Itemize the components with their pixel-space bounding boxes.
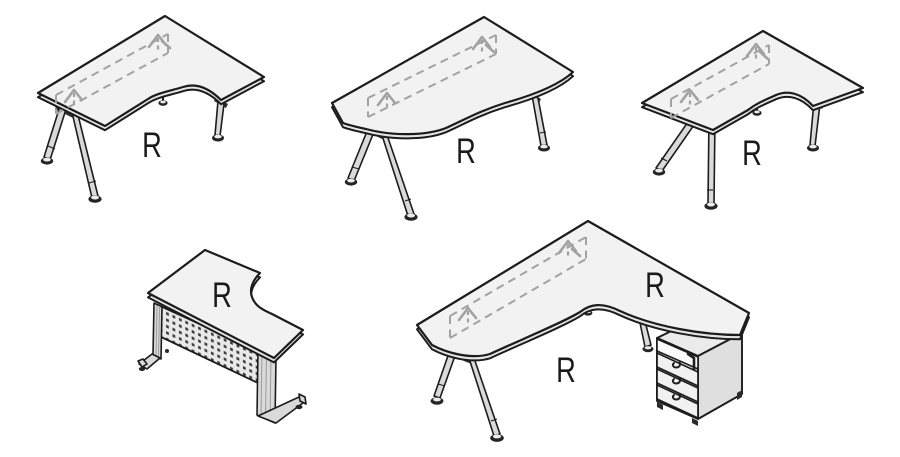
- drawing-corner-desk-left: R: [36, 14, 266, 203]
- desk5-hidden-frame: [449, 236, 587, 339]
- desk3-hidden-frame: [670, 42, 770, 119]
- desk1-desktop: [36, 14, 266, 128]
- drawing-cantilever-desk: R: [137, 248, 307, 424]
- desk4-left-leg: [137, 302, 169, 371]
- drawing-wave-desk: R: [330, 15, 575, 221]
- desk5-desktop: [415, 219, 751, 358]
- pedestal-open-slot: [656, 337, 699, 371]
- pedestal-hook: [686, 352, 696, 373]
- pedestal-drawer-3: [656, 384, 699, 419]
- desk5-label-front: R: [556, 351, 576, 390]
- desk2-hidden-frame: [367, 34, 497, 118]
- desk4-right-leg: [256, 348, 307, 424]
- drawer-handle-1: [671, 361, 682, 369]
- desk3-label: R: [742, 134, 762, 173]
- drawer-handle-2: [671, 377, 682, 385]
- drawing-corner-desk-right: R: [640, 29, 865, 210]
- pedestal-drawer-1: [656, 352, 699, 387]
- desk1-label: R: [142, 126, 162, 165]
- desk4-label: R: [212, 276, 232, 315]
- drawing-corner-desk-with-pedestal: R R: [415, 219, 751, 442]
- desk5-label-return: R: [645, 266, 665, 305]
- desk2-label: R: [456, 132, 476, 171]
- desk3-desktop: [640, 29, 865, 132]
- desk1-hidden-frame: [55, 33, 172, 115]
- desk4-desktop: [146, 248, 305, 360]
- pedestal-drawer-2: [656, 368, 699, 403]
- drawer-handle-3: [671, 393, 682, 401]
